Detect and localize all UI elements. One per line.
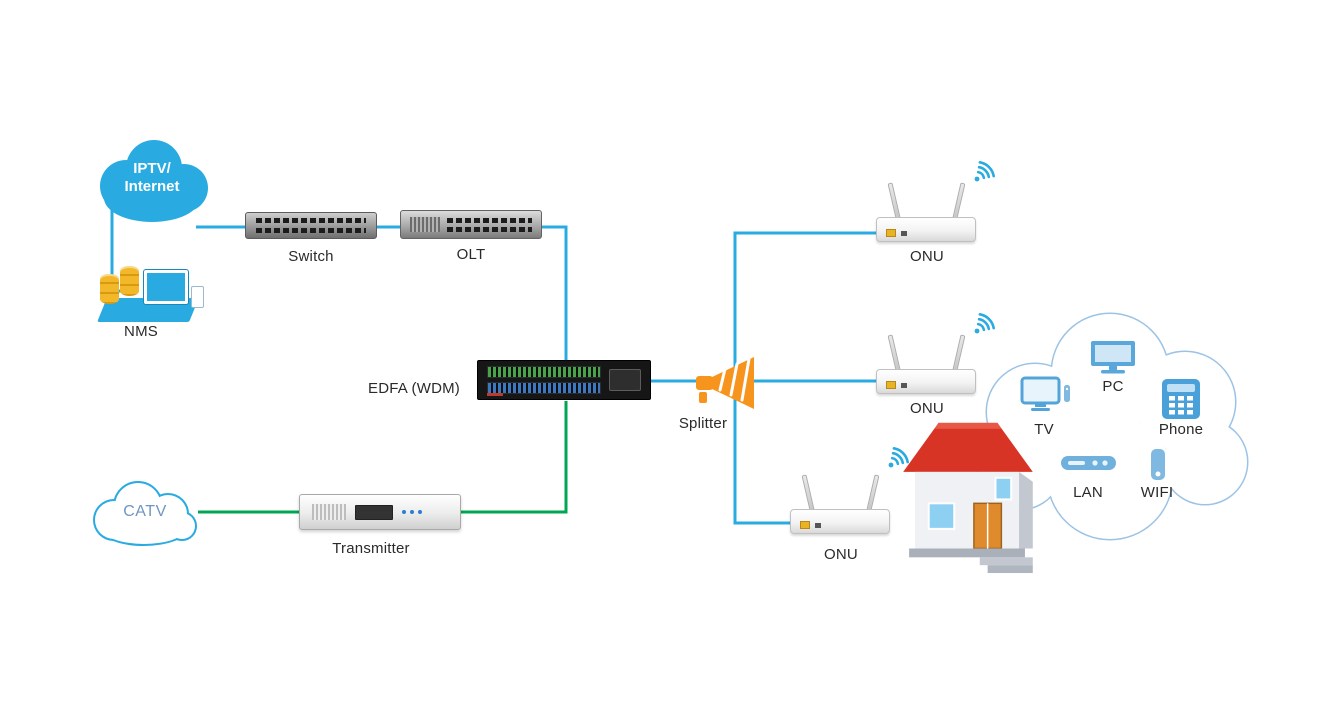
iptv-internet-cloud-icon: IPTV/ Internet <box>88 136 216 228</box>
house-icon <box>898 413 1038 580</box>
switch-ports <box>256 218 366 223</box>
olt-vent <box>410 217 440 232</box>
onu-device <box>790 462 892 534</box>
wifi-signal-icon <box>972 308 1000 341</box>
catv-cloud-shape <box>93 481 197 546</box>
wire-transmitter-edfa <box>458 401 568 514</box>
phone-icon <box>1158 378 1204 425</box>
tv-icon <box>1020 376 1072 419</box>
lan-label: LAN <box>1073 484 1103 501</box>
catv-label: CATV <box>123 503 167 520</box>
onu2-label: ONU <box>910 400 944 417</box>
onu-antenna <box>952 182 966 221</box>
onu-antenna <box>866 474 880 513</box>
switch-device <box>245 212 377 239</box>
edfa-module-row <box>487 382 601 394</box>
house-shape <box>903 422 1033 574</box>
monitor-icon <box>144 270 188 304</box>
olt-ports <box>447 217 532 223</box>
onu-device <box>876 322 978 394</box>
edfa-device <box>477 360 651 400</box>
wire-olt-edfa <box>540 225 568 362</box>
onu-antenna <box>801 474 815 513</box>
tv-label: TV <box>1034 421 1054 438</box>
splitter-icon <box>694 352 762 419</box>
onu1-label: ONU <box>910 248 944 265</box>
nms-node <box>90 250 206 322</box>
edfa-module-row <box>487 366 601 378</box>
splitter-label: Splitter <box>678 415 728 432</box>
tablet-icon <box>191 286 204 308</box>
pc-label: PC <box>1102 378 1124 395</box>
transmitter-vent <box>312 504 346 520</box>
wifi-signal-icon <box>972 156 1000 189</box>
olt-label: OLT <box>456 246 486 263</box>
onu-antenna <box>887 182 901 221</box>
phone-label: Phone <box>1158 421 1204 438</box>
database-icon <box>100 274 119 304</box>
wifi-signal-icon <box>886 442 914 475</box>
edfa-display <box>609 369 641 391</box>
splitter-shape <box>696 357 754 409</box>
database-icon <box>120 266 139 296</box>
onu-antenna <box>887 334 901 373</box>
onu-body <box>876 369 976 394</box>
edfa-logo <box>487 393 503 396</box>
olt-ports <box>447 226 532 232</box>
transmitter-device <box>299 494 461 530</box>
transmitter-label: Transmitter <box>332 540 410 557</box>
onu-body <box>876 217 976 242</box>
olt-device <box>400 210 542 239</box>
onu3-label: ONU <box>824 546 858 563</box>
onu-device <box>876 170 978 242</box>
blue-cloud-shape <box>100 140 208 222</box>
wifi-label: WIFI <box>1140 484 1174 501</box>
iptv-internet-label: IPTV/ Internet <box>124 160 180 195</box>
switch-label: Switch <box>288 248 334 265</box>
catv-cloud-icon: CATV <box>82 474 208 550</box>
onu-body <box>790 509 890 534</box>
lan-icon <box>1060 452 1118 479</box>
wifi-dongle-icon <box>1146 448 1170 487</box>
edfa-label: EDFA (WDM) <box>368 380 460 397</box>
onu-antenna <box>952 334 966 373</box>
switch-ports <box>256 228 366 233</box>
transmitter-leds <box>402 510 422 514</box>
pc-icon <box>1086 340 1140 381</box>
transmitter-display <box>355 504 393 520</box>
nms-label: NMS <box>124 323 158 340</box>
